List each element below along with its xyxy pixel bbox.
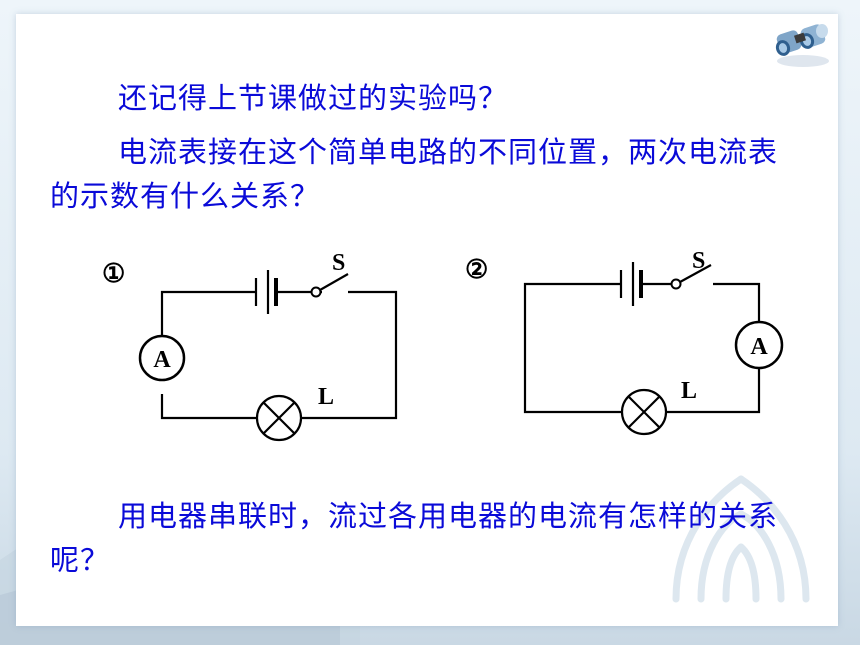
paragraph-text: 还记得上节课做过的实验吗？ [118,81,509,115]
circuit-wires [160,290,398,420]
paragraph-series-question: 用电器串联时，流过各用电器的电流有怎样的关系呢？ [50,494,795,582]
slide-panel [16,14,838,626]
paragraph-text: 电流表接在这个简单电路的不同位置，两次电流表的示数有什么关系？ [50,135,779,213]
switch-icon [670,264,712,290]
switch-icon [310,273,349,298]
ammeter-icon: A [734,320,784,370]
switch-label: S [332,250,345,276]
paragraph-ammeter-question: 电流表接在这个简单电路的不同位置，两次电流表的示数有什么关系？ [50,130,795,218]
lamp-icon [620,388,668,436]
lamp-label: L [318,384,334,410]
ammeter-icon: A [138,334,186,382]
ammeter-label: A [750,334,768,360]
circuit-wires [523,282,761,414]
circuit-diagram-2: ② S A L [465,248,784,436]
switch-label: S [692,248,705,274]
hands-logo-watermark [672,475,810,603]
binoculars-icon [775,24,829,67]
paragraph-text: 用电器串联时，流过各用电器的电流有怎样的关系呢？ [50,499,779,577]
paragraph-recall-question: 还记得上节课做过的实验吗？ [50,76,795,120]
battery-icon [254,270,278,314]
ammeter-label: A [153,347,171,373]
battery-icon [619,262,643,306]
circuit-number: ① [102,259,125,288]
circuit-diagram-1: ① S A L [102,250,398,442]
lamp-label: L [681,378,697,404]
circuit-number: ② [465,255,488,284]
lamp-icon [255,394,303,442]
